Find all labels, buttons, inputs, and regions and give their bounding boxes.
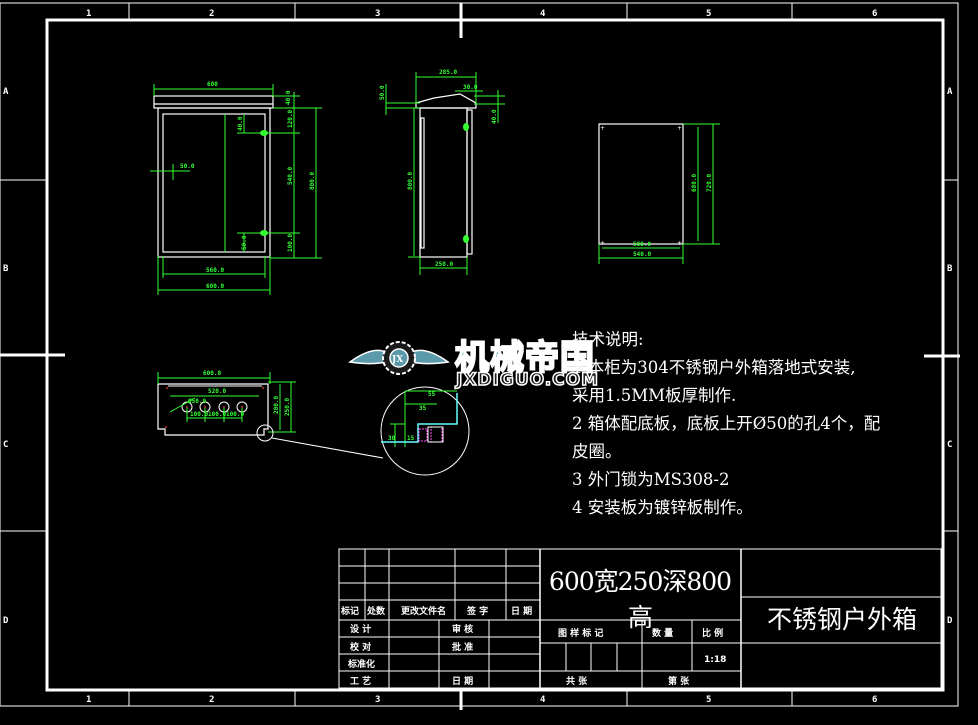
notes-line: 1 本柜为304不锈钢户外箱落地式安装, [572, 358, 856, 377]
watermark-badge-icon: JX [348, 341, 450, 375]
front-view: 600 560.0 600.0 50.0 540.0 800.0 120.0 1… [150, 81, 322, 295]
svg-text:50.0: 50.0 [241, 235, 248, 250]
svg-text:C: C [947, 440, 952, 450]
svg-text:审 核: 审 核 [452, 623, 473, 635]
svg-text:6: 6 [872, 9, 877, 19]
svg-text:100.0: 100.0 [190, 411, 208, 418]
title-block-grid [338, 548, 942, 689]
svg-text:250.0: 250.0 [435, 261, 453, 268]
detail-view: 55 35 30 15 [380, 386, 470, 476]
svg-text:560.0: 560.0 [206, 267, 224, 274]
svg-text:50.0: 50.0 [379, 85, 386, 100]
svg-text:共 张: 共 张 [566, 675, 588, 687]
svg-text:2: 2 [209, 9, 214, 19]
svg-text:JX: JX [391, 355, 403, 365]
svg-text:1:18: 1:18 [704, 655, 726, 665]
svg-text:5: 5 [706, 695, 711, 705]
svg-text:5: 5 [706, 9, 711, 19]
notes-line: 采用1.5MM板厚制作. [572, 386, 737, 405]
svg-text:100.0: 100.0 [287, 234, 294, 252]
svg-text:3: 3 [375, 695, 380, 705]
title-block-labels: 标记 处数 更改文件名 签 字 日 期 设 计 审 核 校 对 批 准 标准化 … [340, 605, 726, 687]
svg-text:更改文件名: 更改文件名 [401, 605, 446, 617]
svg-text:D: D [947, 616, 953, 626]
svg-text:100.0: 100.0 [226, 411, 244, 418]
svg-text:15: 15 [407, 435, 415, 442]
svg-text:签 字: 签 字 [466, 605, 488, 617]
svg-text:A: A [947, 87, 953, 97]
watermark-cn: 机械帝国 [454, 337, 595, 379]
svg-text:50.0: 50.0 [180, 163, 195, 170]
svg-text:标准化: 标准化 [347, 658, 375, 670]
svg-text:+: + [677, 125, 682, 132]
side-view: 285.0 30.0 50.0 40.0 800.0 250.0 [379, 69, 505, 275]
svg-text:285.0: 285.0 [439, 69, 457, 76]
svg-text:600.0: 600.0 [206, 283, 224, 290]
svg-text:校 对: 校 对 [350, 641, 371, 653]
watermark: 机械帝国 JXDIGUO.COM [340, 330, 640, 400]
svg-text:200.0: 200.0 [273, 396, 280, 414]
svg-text:1: 1 [86, 695, 91, 705]
svg-text:4: 4 [540, 9, 546, 19]
svg-text:600: 600 [207, 81, 218, 88]
svg-text:Ø50.0: Ø50.0 [187, 398, 206, 405]
svg-text:800.0: 800.0 [309, 172, 316, 190]
drawing-title: 不锈钢户外箱 [766, 605, 917, 634]
mounting-plate-view: + + + + 500.0 540.0 680.0 720.0 [598, 123, 720, 264]
svg-text:6: 6 [872, 695, 877, 705]
notes-title: 技术说明: [572, 330, 644, 349]
svg-text:比 例: 比 例 [702, 627, 723, 639]
svg-text:C: C [3, 440, 8, 450]
svg-text:图 样 标 记: 图 样 标 记 [558, 627, 603, 639]
notes-line: 2 箱体配底板，底板上开Ø50的孔4个，配 [572, 414, 881, 433]
svg-text:4: 4 [540, 695, 546, 705]
svg-text:B: B [947, 264, 953, 274]
svg-text:540.0: 540.0 [287, 167, 294, 185]
svg-text:3: 3 [375, 9, 380, 19]
svg-text:40.0: 40.0 [237, 116, 244, 131]
svg-text:标记: 标记 [340, 605, 359, 617]
svg-text:35: 35 [419, 405, 427, 412]
svg-text:720.0: 720.0 [706, 174, 713, 192]
drawing-number: 600宽250深800高 [548, 567, 732, 632]
svg-text:100.0: 100.0 [208, 411, 226, 418]
svg-text:800.0: 800.0 [407, 172, 414, 190]
notes-line: 皮圈。 [572, 442, 622, 461]
svg-text:第 张: 第 张 [668, 675, 690, 687]
svg-text:+: + [677, 240, 682, 247]
svg-text:A: A [3, 87, 9, 97]
svg-text:日 期: 日 期 [511, 605, 532, 617]
svg-text:+: + [600, 125, 605, 132]
notes-line: 3 外门锁为MS308-2 [572, 470, 730, 489]
svg-text:55: 55 [428, 391, 436, 398]
technical-notes: 技术说明: 1 本柜为304不锈钢户外箱落地式安装, 采用1.5MM板厚制作. … [572, 326, 932, 522]
svg-text:D: D [3, 616, 9, 626]
svg-text:250.0: 250.0 [284, 398, 291, 416]
svg-text:120.0: 120.0 [287, 110, 294, 128]
svg-text:2: 2 [209, 695, 214, 705]
svg-text:520.0: 520.0 [208, 388, 226, 395]
svg-text:30.0: 30.0 [463, 84, 478, 91]
svg-text:40.0: 40.0 [285, 90, 292, 105]
svg-text:540.0: 540.0 [633, 251, 651, 258]
watermark-en: JXDIGUO.COM [455, 369, 600, 391]
svg-text:批 准: 批 准 [452, 641, 473, 653]
svg-text:600.0: 600.0 [203, 370, 221, 377]
bottom-view: 600.0 520.0 Ø50.0 100.0 100.0 100.0 200.… [157, 370, 384, 459]
svg-text:处数: 处数 [366, 605, 386, 617]
zone-labels: 1 2 3 4 5 6 1 2 3 4 5 6 A B C D A B C D [3, 9, 953, 705]
notes-line: 4 安装板为镀锌板制作。 [572, 498, 753, 517]
svg-text:30: 30 [388, 435, 396, 442]
svg-text:40.0: 40.0 [491, 109, 498, 124]
svg-text:工 艺: 工 艺 [350, 675, 371, 687]
svg-text:设 计: 设 计 [350, 623, 371, 635]
svg-text:B: B [3, 264, 9, 274]
outer-frame [0, 2, 960, 710]
svg-text:+: + [600, 240, 605, 247]
svg-text:日 期: 日 期 [452, 675, 473, 687]
svg-text:680.0: 680.0 [691, 174, 698, 192]
svg-text:1: 1 [86, 9, 91, 19]
svg-text:500.0: 500.0 [633, 241, 651, 248]
svg-text:数 量: 数 量 [652, 627, 673, 639]
